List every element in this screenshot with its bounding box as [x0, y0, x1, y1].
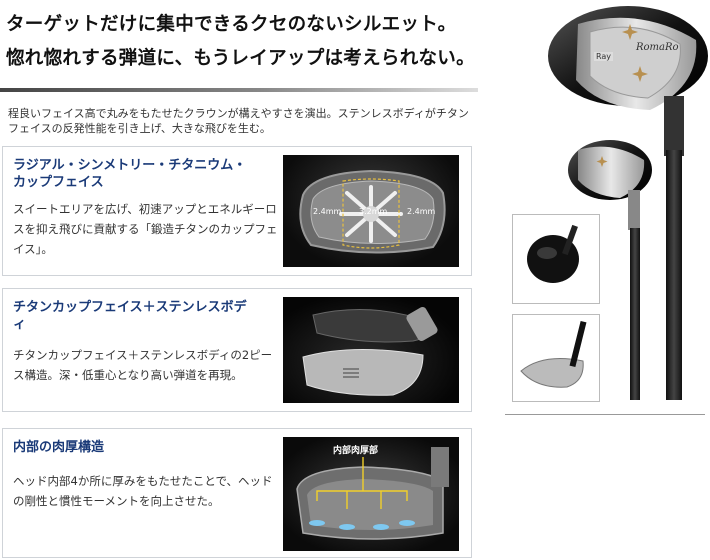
cup-face-photo: 2.4mm 3.2mm 2.4mm: [283, 155, 459, 267]
two-piece-head-photo: [283, 297, 459, 403]
thumbnail-crown-view[interactable]: [512, 214, 600, 304]
cup-face-illustration: [299, 169, 446, 254]
diagram-label: 内部肉厚部: [333, 446, 379, 456]
sole-badge: Ray: [594, 52, 614, 61]
feature-panel-inner-thickness: 内部の肉厚構造 ヘッド内部4か所に厚みをもたせたことで、ヘッドの剛性と慣性モーメ…: [2, 428, 472, 558]
inner-thickness-illustration: [296, 447, 449, 540]
intro-text: 程良いフェイス高で丸みをもたせたクラウンが構えやすさを演出。ステンレスボディがチ…: [8, 107, 469, 135]
thickness-label-right: 2.4mm: [407, 207, 436, 216]
feature-description: ヘッド内部4か所に厚みをもたせたことで、ヘッドの剛性と慣性モーメントを向上させた…: [13, 474, 273, 508]
thumbnail-sole-view[interactable]: [512, 314, 600, 402]
feature-title: チタンカップフェイス＋ステンレスボディ: [13, 300, 247, 332]
headline-divider: [0, 88, 478, 92]
sole-view-image: [520, 320, 587, 388]
headline-line-2: 惚れ惚れする弾道に、もうレイアップは考えられない。: [6, 48, 475, 69]
feature-description: スイートエリアを広げ、初速アップとエネルギーロスを抑え飛びに貢献する「鍛造チタン…: [13, 202, 278, 256]
section-divider: [505, 414, 705, 415]
feature-panel-cup-face: ラジアル・シンメトリー・チタニウム・カップフェイス スイートエリアを広げ、初速ア…: [2, 146, 472, 276]
thickness-label-center: 3.2mm: [359, 207, 388, 216]
feature-title: 内部の肉厚構造: [13, 440, 105, 455]
brand-logo: RomaRo: [636, 42, 679, 53]
headline-line-1: ターゲットだけに集中できるクセのないシルエット。: [6, 14, 457, 35]
inner-thickness-photo: 内部肉厚部: [283, 437, 459, 551]
feature-description: チタンカップフェイス＋ステンレスボディの2ピース構造。深・低重心となり高い弾道を…: [13, 348, 273, 382]
thickness-label-left: 2.4mm: [313, 207, 342, 216]
feature-title: ラジアル・シンメトリー・チタニウム・カップフェイス: [13, 158, 247, 190]
crown-view-image: [527, 224, 579, 283]
feature-panel-body-structure: チタンカップフェイス＋ステンレスボディ チタンカップフェイス＋ステンレスボディの…: [2, 288, 472, 412]
product-club-image: [548, 6, 708, 400]
headline: ターゲットだけに集中できるクセのないシルエット。 惚れ惚れする弾道に、もうレイア…: [6, 8, 476, 76]
two-piece-head-illustration: [302, 306, 438, 396]
